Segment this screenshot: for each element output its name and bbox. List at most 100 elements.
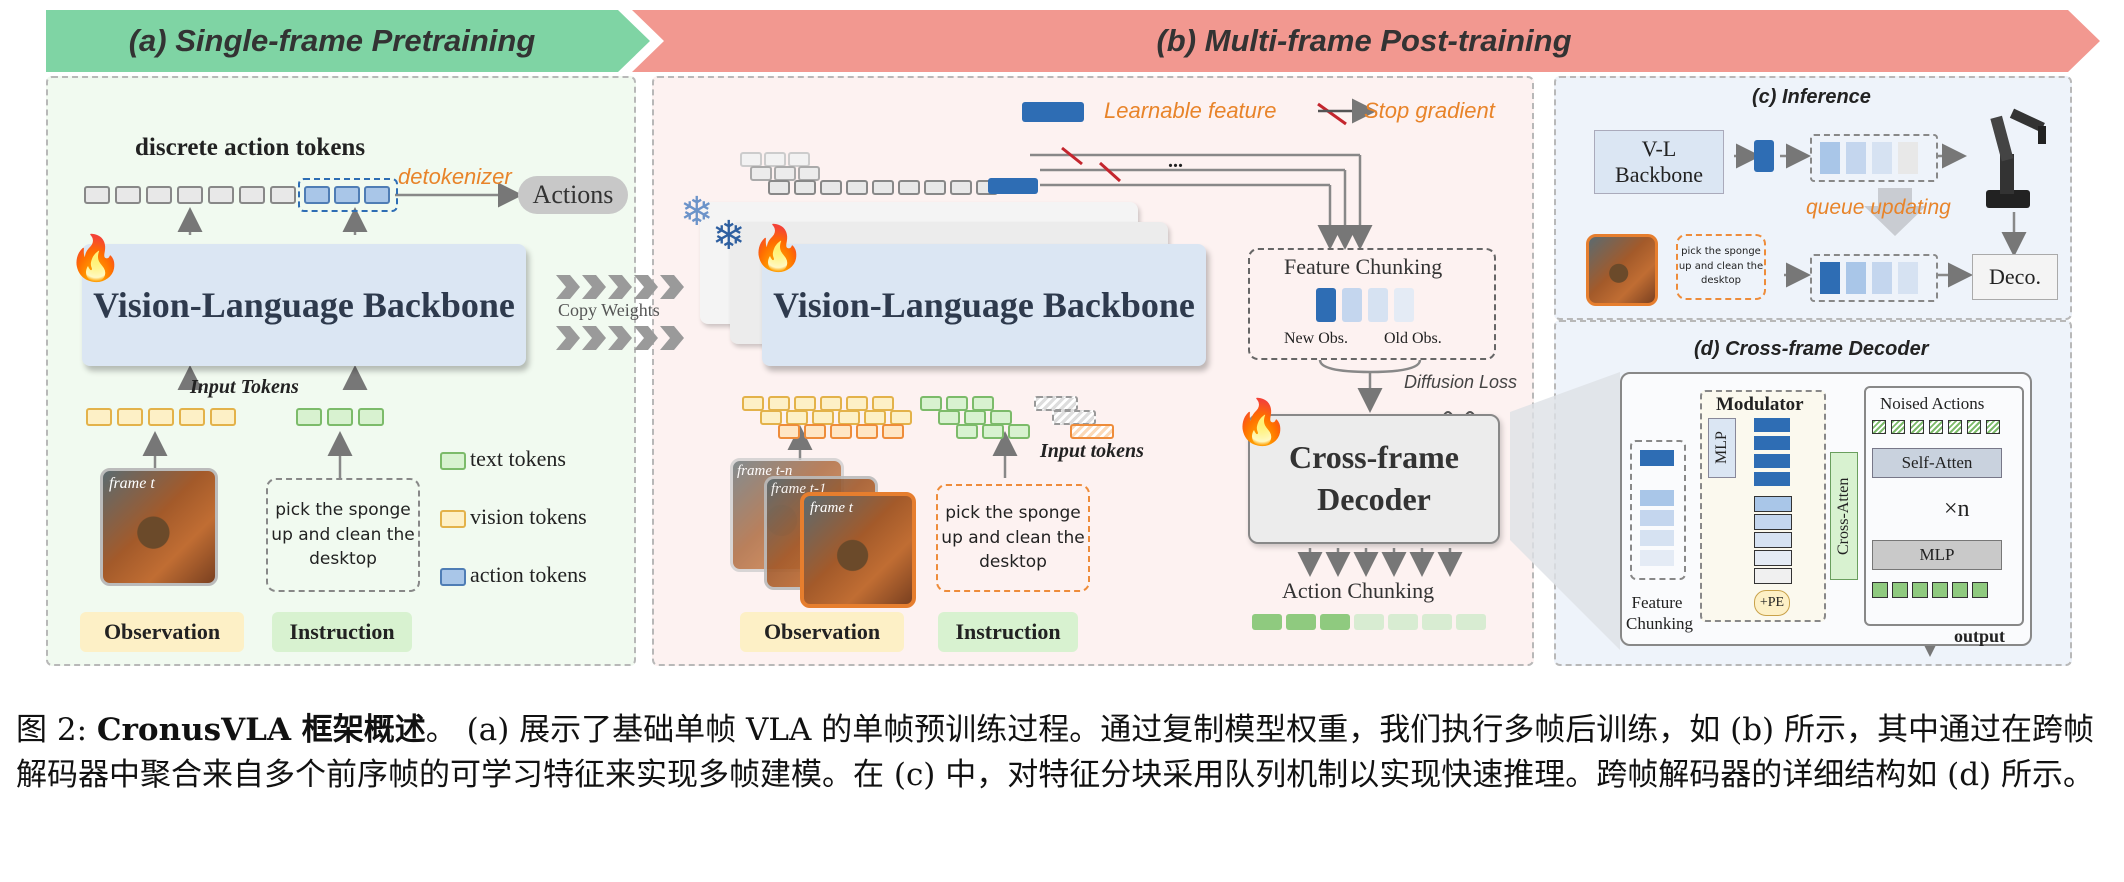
action-chunking-label: Action Chunking bbox=[1282, 578, 1434, 604]
noised-token bbox=[1872, 420, 1886, 434]
diffusion-loss-label: Diffusion Loss bbox=[1404, 372, 1517, 393]
cross-atten-block: Cross-Atten bbox=[1830, 452, 1858, 580]
output-token bbox=[1972, 582, 1988, 598]
flame-icon: 🔥 bbox=[68, 232, 123, 284]
text-token bbox=[972, 396, 994, 411]
discrete-token bbox=[115, 186, 141, 204]
output-label: output bbox=[1954, 626, 2005, 647]
feature-slot bbox=[1640, 550, 1674, 566]
legend-learnable-swatch bbox=[1022, 102, 1084, 122]
instruction-box-b: pick the sponge up and clean the desktop bbox=[936, 484, 1090, 592]
output-token bbox=[846, 180, 868, 195]
mlp-block: MLP bbox=[1872, 540, 2002, 570]
vision-token bbox=[856, 424, 878, 439]
feature-slot bbox=[1640, 490, 1674, 506]
vision-token bbox=[838, 410, 860, 425]
mod-token bbox=[1754, 436, 1790, 450]
modulator-mlp: MLP bbox=[1708, 418, 1736, 478]
output-token bbox=[764, 152, 786, 167]
feature-slot bbox=[1342, 288, 1362, 322]
ellipsis: ... bbox=[1168, 150, 1183, 173]
learnable-token-input bbox=[1070, 424, 1114, 439]
queue-slot-new bbox=[1820, 262, 1840, 294]
output-token bbox=[872, 180, 894, 195]
noised-token bbox=[1891, 420, 1905, 434]
vision-token bbox=[179, 408, 205, 426]
repeat-n-label: ×n bbox=[1944, 496, 1970, 523]
feature-chunking-box: Feature Chunking New Obs. Old Obs. bbox=[1248, 248, 1496, 360]
output-token bbox=[740, 152, 762, 167]
discrete-action-tokens-label: discrete action tokens bbox=[135, 134, 365, 162]
pe-badge: +PE bbox=[1754, 590, 1790, 616]
queue-slot bbox=[1820, 142, 1840, 174]
discrete-token bbox=[239, 186, 265, 204]
frame-label: frame t bbox=[109, 475, 155, 493]
modulator-box: Modulator MLP +PE bbox=[1700, 390, 1826, 622]
vision-token bbox=[117, 408, 143, 426]
detokenizer-label: detokenizer bbox=[398, 164, 512, 190]
vision-token bbox=[864, 410, 886, 425]
vision-token bbox=[786, 410, 808, 425]
discrete-token bbox=[208, 186, 234, 204]
frame-label: frame t bbox=[810, 500, 853, 517]
output-token bbox=[898, 180, 920, 195]
legend-vision-swatch bbox=[440, 510, 466, 528]
discrete-token bbox=[84, 186, 110, 204]
mod-token bbox=[1754, 568, 1792, 584]
output-token bbox=[1912, 582, 1928, 598]
input-tokens-label: Input Tokens bbox=[190, 376, 299, 399]
vision-token bbox=[148, 408, 174, 426]
feature-slot bbox=[1640, 530, 1674, 546]
vision-token bbox=[882, 424, 904, 439]
vision-token bbox=[820, 396, 842, 411]
observation-image-t: frame t bbox=[800, 492, 916, 608]
old-obs-label: Old Obs. bbox=[1384, 330, 1442, 348]
copy-weights-label: Copy Weights bbox=[558, 300, 660, 321]
mod-token bbox=[1754, 472, 1790, 486]
text-token bbox=[964, 410, 986, 425]
action-token bbox=[304, 186, 330, 204]
action-chunk bbox=[1422, 614, 1452, 630]
vision-token bbox=[804, 424, 826, 439]
queue-slot bbox=[1872, 142, 1892, 174]
vision-token bbox=[86, 408, 112, 426]
vl-backbone-c: V-L Backbone bbox=[1594, 130, 1724, 194]
feature-slot bbox=[1640, 510, 1674, 526]
instruction-label-a: Instruction bbox=[272, 612, 412, 652]
mod-token bbox=[1754, 550, 1792, 566]
learnable-token-input bbox=[1052, 410, 1096, 425]
observation-label-a: Observation bbox=[80, 612, 244, 652]
instruction-box-a: pick the sponge up and clean the desktop bbox=[266, 478, 420, 592]
text-token bbox=[358, 408, 384, 426]
queue-slot bbox=[1898, 262, 1918, 294]
queue-new bbox=[1810, 254, 1938, 302]
output-token bbox=[750, 166, 772, 181]
discrete-token bbox=[177, 186, 203, 204]
output-token bbox=[950, 180, 972, 195]
feature-chunking-d bbox=[1630, 440, 1686, 580]
caption-prefix: 图 2: bbox=[16, 712, 97, 748]
vision-token bbox=[210, 408, 236, 426]
legend-vision-tokens: vision tokens bbox=[470, 504, 587, 530]
flame-icon: 🔥 bbox=[750, 222, 805, 274]
action-chunk bbox=[1320, 614, 1350, 630]
noised-token bbox=[1910, 420, 1924, 434]
output-token bbox=[820, 180, 842, 195]
text-token bbox=[946, 396, 968, 411]
observation-label-b: Observation bbox=[740, 612, 904, 652]
queue-slot bbox=[1898, 142, 1918, 174]
learnable-feature-token bbox=[988, 178, 1038, 194]
output-token bbox=[794, 180, 816, 195]
noised-token bbox=[1929, 420, 1943, 434]
snowflake-icon: ❄ bbox=[680, 188, 714, 235]
robot-arm-icon bbox=[1976, 104, 2060, 212]
decoder-title: (d) Cross-frame Decoder bbox=[1694, 338, 1929, 361]
noised-actions-label: Noised Actions bbox=[1880, 394, 1984, 414]
modulator-label: Modulator bbox=[1716, 394, 1804, 416]
queue-old bbox=[1810, 134, 1938, 182]
instruction-box-c: pick the sponge up and clean the desktop bbox=[1676, 234, 1766, 300]
action-chunk bbox=[1388, 614, 1418, 630]
legend-text-tokens: text tokens bbox=[470, 446, 566, 472]
vl-backbone-a: Vision-Language Backbone bbox=[82, 244, 526, 366]
legend-action-swatch bbox=[440, 568, 466, 586]
